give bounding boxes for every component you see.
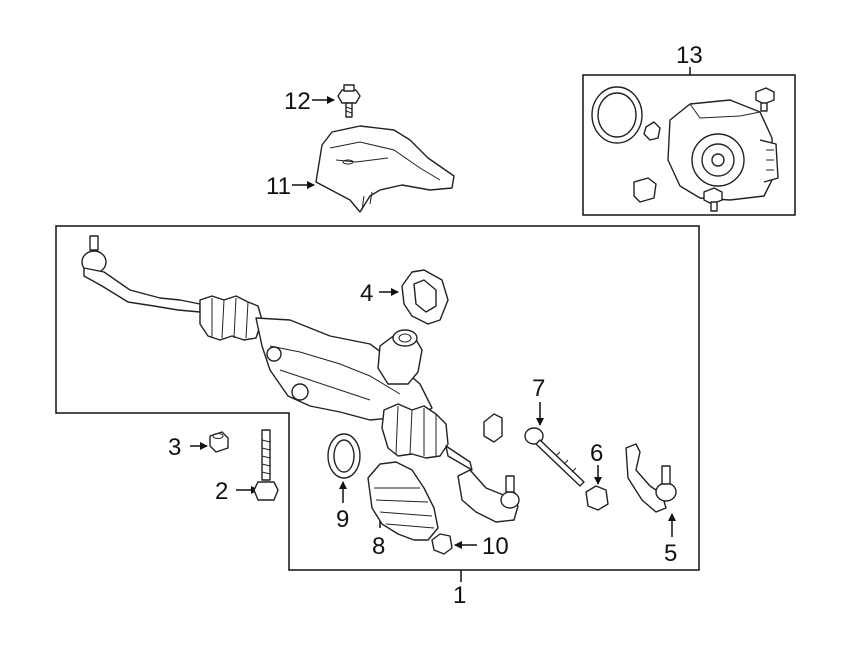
part-11-heat-shield — [315, 125, 455, 213]
callout-5: 5 — [664, 540, 677, 567]
assembly-outline-frame — [55, 225, 700, 571]
motor-inset-frame — [582, 74, 796, 216]
callout-3: 3 — [168, 434, 181, 461]
part-13-motor-assembly — [591, 86, 779, 212]
part-8-boot — [367, 461, 439, 541]
part-9-clamp — [327, 433, 361, 479]
part-5-outer-tie-rod-end — [625, 443, 677, 513]
part-6-jam-nut — [585, 485, 609, 511]
callout-12: 12 — [284, 88, 311, 115]
part-2-bolt — [253, 429, 279, 501]
callout-9: 9 — [336, 506, 349, 533]
part-4-grommet — [401, 269, 449, 325]
callout-6: 6 — [590, 440, 603, 467]
callout-11: 11 — [266, 173, 291, 200]
callout-2: 2 — [215, 478, 228, 505]
callout-7: 7 — [532, 375, 545, 402]
part-bushing — [483, 413, 503, 443]
part-1-steering-rack — [81, 235, 520, 523]
part-7-inner-tie-rod — [524, 427, 585, 487]
callout-8: 8 — [372, 533, 385, 560]
callout-13: 13 — [676, 42, 703, 69]
callout-4: 4 — [360, 280, 373, 307]
part-12-bolt — [337, 84, 361, 118]
part-10-clip — [431, 533, 453, 555]
part-3-nut — [209, 431, 229, 453]
callout-10: 10 — [482, 533, 509, 560]
callout-1: 1 — [453, 582, 466, 609]
